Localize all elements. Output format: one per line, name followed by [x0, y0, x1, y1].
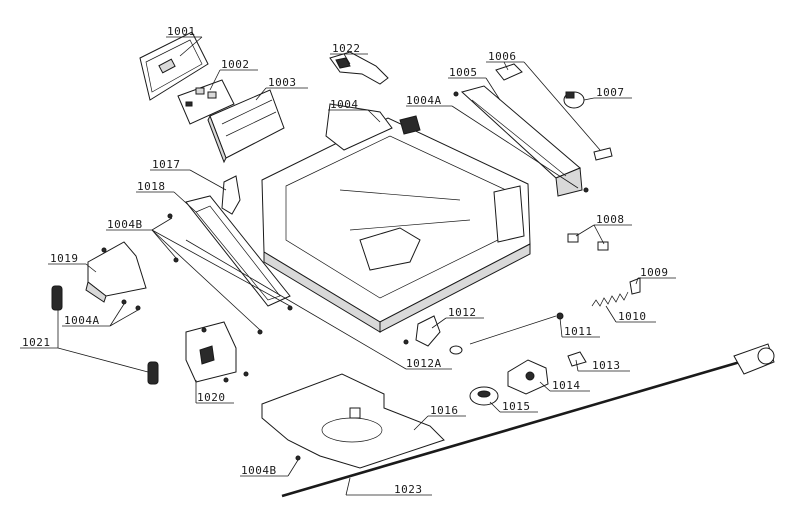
- label-1012: 1012: [448, 306, 477, 319]
- label-1003: 1003: [268, 76, 297, 89]
- label-1004b-bottom: 1004B: [241, 464, 277, 477]
- part-1019-housing: [85, 241, 147, 303]
- part-1003-box-cover: [207, 89, 285, 164]
- leader-lines: [20, 36, 676, 496]
- label-1005: 1005: [449, 66, 478, 79]
- label-1020: 1020: [197, 391, 226, 404]
- part-1020-block: [185, 321, 237, 383]
- part-1013-clip: [567, 351, 587, 367]
- part-1015-cap: [469, 386, 499, 406]
- label-1019: 1019: [50, 252, 79, 265]
- part-1018-panel: [185, 195, 291, 307]
- label-1021: 1021: [22, 336, 51, 349]
- part-1001-control-board: [139, 31, 209, 101]
- label-1002: 1002: [221, 58, 250, 71]
- part-labels: 1001 1002 1003 1004 1022 1004A 1005 1006…: [22, 25, 669, 496]
- part-1016-base-plate: [261, 373, 445, 469]
- label-1004a-left: 1004A: [64, 314, 100, 327]
- part-1002-pcb: [177, 79, 235, 125]
- label-1022: 1022: [332, 42, 361, 55]
- part-1022-bracket: [329, 51, 389, 85]
- label-1016: 1016: [430, 404, 459, 417]
- label-1009: 1009: [640, 266, 669, 279]
- label-1010: 1010: [618, 310, 647, 323]
- label-1004b-left: 1004B: [107, 218, 143, 231]
- label-1014: 1014: [552, 379, 581, 392]
- label-1001: 1001: [167, 25, 196, 38]
- label-1004a-top: 1004A: [406, 94, 442, 107]
- label-1015: 1015: [502, 400, 531, 413]
- part-1008-feet: [567, 233, 609, 251]
- label-1013: 1013: [592, 359, 621, 372]
- part-1023-hose: [281, 343, 775, 500]
- part-1010-spring: [591, 277, 641, 307]
- screws: [101, 91, 589, 461]
- label-1008: 1008: [596, 213, 625, 226]
- part-1017-arm: [221, 175, 241, 215]
- part-1007-sensor: [563, 91, 585, 109]
- part-1004-base-tub: [261, 103, 531, 333]
- label-1023: 1023: [394, 483, 423, 496]
- part-1021-legs: [51, 285, 159, 385]
- label-1004: 1004: [330, 98, 359, 111]
- part-1014-pump: [507, 359, 549, 395]
- label-1017: 1017: [152, 158, 181, 171]
- label-1012a: 1012A: [406, 357, 442, 370]
- label-1018: 1018: [137, 180, 166, 193]
- label-1006: 1006: [488, 50, 517, 63]
- part-1005-rail: [460, 85, 583, 197]
- label-1011: 1011: [564, 325, 593, 338]
- label-1007: 1007: [596, 86, 625, 99]
- part-1006-clip: [495, 63, 613, 161]
- part-1012-lever: [415, 315, 463, 355]
